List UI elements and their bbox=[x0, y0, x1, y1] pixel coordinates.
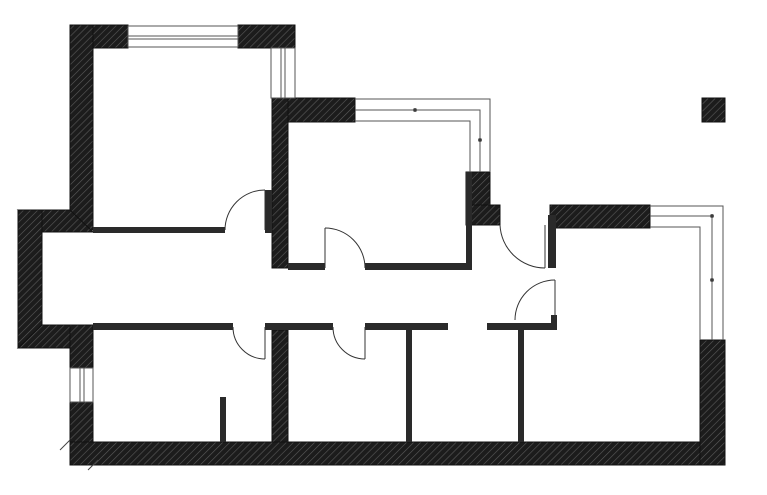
door-right-room bbox=[514, 279, 556, 321]
door-bathroom bbox=[499, 224, 546, 269]
door-bottom-middle-room bbox=[332, 326, 366, 360]
windows bbox=[69, 25, 724, 403]
doors bbox=[224, 189, 556, 360]
window-middle-corner bbox=[355, 98, 491, 172]
window-top-left-side bbox=[270, 47, 296, 99]
exterior-walls bbox=[16, 24, 726, 466]
interior-walls bbox=[93, 172, 557, 442]
door-top-left-room bbox=[224, 189, 266, 231]
window-top-left bbox=[127, 25, 239, 48]
corner-marks bbox=[59, 439, 99, 471]
column-square bbox=[701, 97, 726, 123]
window-bottom-left bbox=[69, 367, 94, 403]
window-right-corner bbox=[650, 205, 724, 340]
door-middle-room bbox=[324, 227, 366, 269]
door-bottom-left-room bbox=[232, 326, 266, 360]
